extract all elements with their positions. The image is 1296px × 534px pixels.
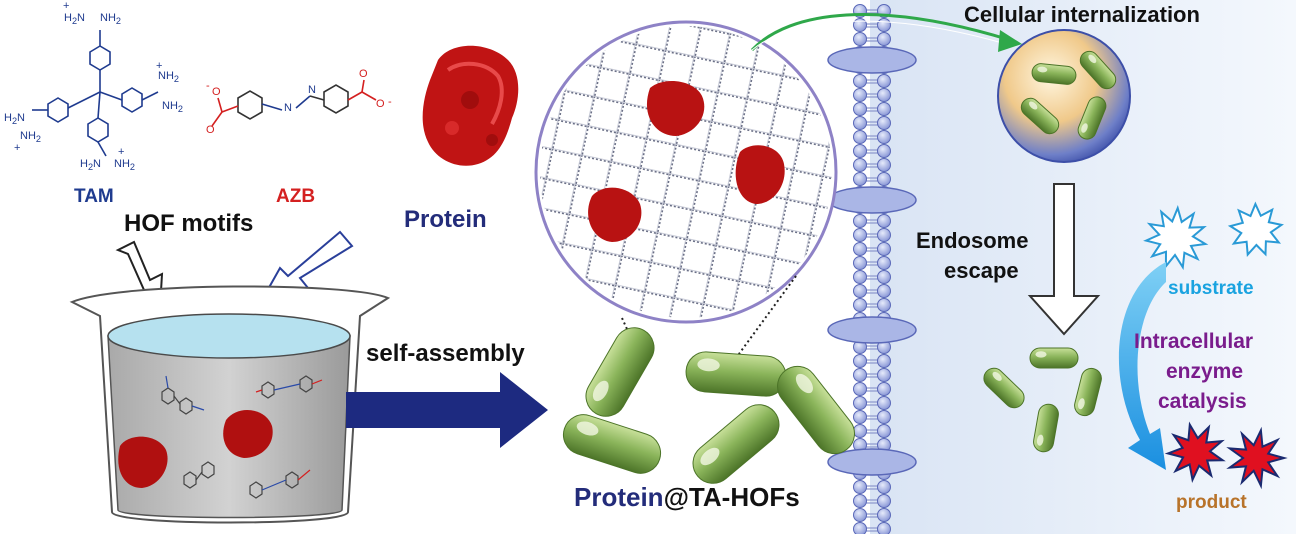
catalysis-label-line3: catalysis bbox=[1158, 390, 1247, 413]
tam-molecule bbox=[32, 30, 159, 157]
tam-amine-right-charge: + bbox=[156, 60, 163, 72]
azb-n-left: N bbox=[284, 102, 292, 114]
catalysis-label-line2: enzyme bbox=[1166, 360, 1244, 383]
internalization-arrow bbox=[750, 13, 1011, 52]
hof-lattice-zoom bbox=[534, 20, 838, 359]
tam-amine-top-2: NH2 bbox=[100, 12, 121, 27]
azb-o-right-bottom: O bbox=[376, 98, 385, 110]
beaker bbox=[69, 285, 391, 524]
endosome-escape-arrow bbox=[1027, 183, 1101, 336]
tam-amine-bottom: H2N bbox=[80, 158, 101, 173]
protein-hof-rods bbox=[562, 327, 855, 484]
vesicle-rods bbox=[1020, 50, 1117, 140]
azb-n-right: N bbox=[308, 84, 316, 96]
hof-motifs-label: HOF motifs bbox=[124, 210, 254, 237]
tam-amine-top: H2N bbox=[64, 12, 85, 27]
azb-molecule bbox=[211, 79, 377, 127]
catalysis-label-line1: Intracellular bbox=[1134, 330, 1254, 353]
self-assembly-arrow bbox=[346, 372, 548, 448]
substrate-molecules bbox=[1143, 201, 1284, 271]
azb-label: AZB bbox=[276, 186, 316, 207]
self-assembly-label: self-assembly bbox=[366, 340, 525, 367]
cell-membrane bbox=[827, 4, 917, 534]
protein-structure bbox=[422, 45, 519, 166]
tam-amine-right: NH2 bbox=[158, 70, 179, 85]
tam-label: TAM bbox=[74, 186, 114, 207]
protein-hof-label-hof: @TA-HOFs bbox=[663, 482, 800, 512]
azb-charge-left: - bbox=[206, 80, 210, 92]
tam-amine-top-charge: + bbox=[63, 0, 70, 12]
endosome-label-line1: Endosome bbox=[916, 228, 1029, 253]
tam-amine-bottom-2: NH2 bbox=[114, 158, 135, 173]
protein-hof-label-protein: Protein bbox=[574, 482, 664, 512]
azb-o-left-bottom: O bbox=[206, 124, 215, 136]
azb-o-right-top: O bbox=[359, 68, 368, 80]
product-label: product bbox=[1176, 492, 1247, 513]
protein-hof-label: Protein@TA-HOFs bbox=[574, 482, 800, 513]
azb-o-left-top: O bbox=[212, 86, 221, 98]
tam-amine-left-charge: + bbox=[14, 142, 21, 154]
catalysis-arrow bbox=[1118, 262, 1166, 470]
azb-charge-right: - bbox=[388, 96, 392, 108]
product-molecules bbox=[1164, 421, 1288, 490]
tam-amine-right-2: NH2 bbox=[162, 100, 183, 115]
endosome-vesicle bbox=[997, 29, 1131, 163]
released-rods bbox=[983, 347, 1102, 453]
cellular-internalization-label: Cellular internalization bbox=[964, 2, 1200, 27]
substrate-label: substrate bbox=[1168, 278, 1254, 299]
tam-amine-bottom-charge: + bbox=[118, 146, 125, 158]
tam-amine-left: H2N bbox=[4, 112, 25, 127]
protein-label: Protein bbox=[404, 206, 487, 233]
endosome-label-line2: escape bbox=[944, 258, 1019, 283]
tam-amine-left-2: NH2 bbox=[20, 130, 41, 145]
